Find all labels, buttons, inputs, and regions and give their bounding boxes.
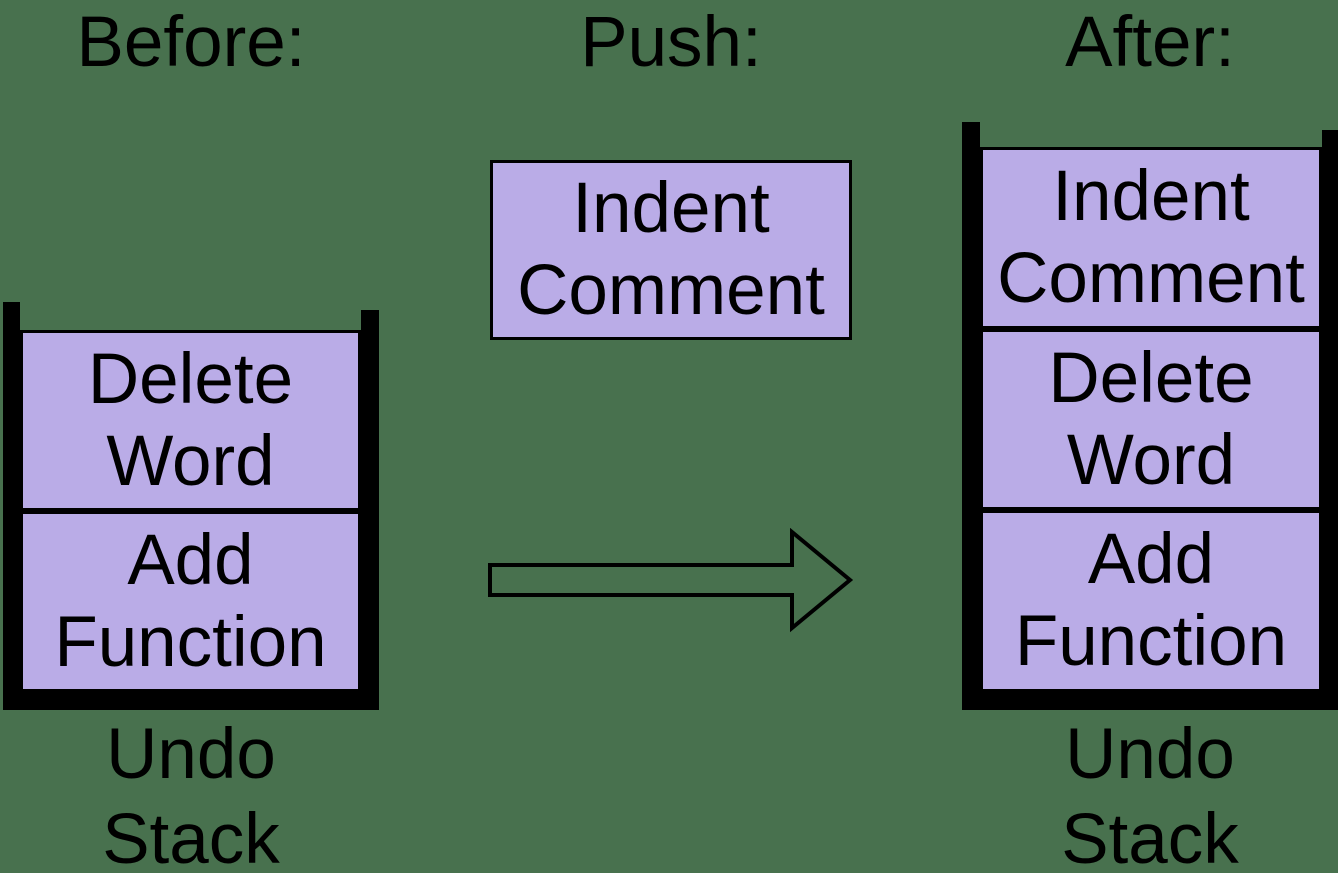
stack-right-wall bbox=[361, 310, 379, 710]
stack-floor bbox=[3, 692, 379, 710]
stack-floor bbox=[962, 692, 1338, 710]
stack-left-wall bbox=[962, 122, 980, 710]
stack-item: Add Function bbox=[20, 511, 361, 692]
push-section-title: Push: bbox=[580, 3, 762, 82]
before-stack-caption: Undo Stack bbox=[102, 715, 280, 873]
stack-item: Delete Word bbox=[980, 328, 1322, 511]
stack-item: Add Function bbox=[980, 510, 1322, 693]
arrow-right-icon bbox=[486, 527, 858, 634]
before-section-title: Before: bbox=[76, 3, 306, 82]
after-stack-caption: Undo Stack bbox=[1061, 715, 1239, 873]
stack-item: Delete Word bbox=[20, 330, 361, 511]
after-undo-stack: Indent Comment Delete Word Add Function bbox=[962, 122, 1338, 710]
after-section-title: After: bbox=[1065, 3, 1235, 82]
stack-left-wall bbox=[3, 302, 20, 710]
pushed-item-box: Indent Comment bbox=[490, 160, 852, 340]
stack-right-wall bbox=[1322, 130, 1338, 710]
before-undo-stack: Delete Word Add Function bbox=[3, 302, 379, 710]
stack-item: Indent Comment bbox=[980, 147, 1322, 329]
